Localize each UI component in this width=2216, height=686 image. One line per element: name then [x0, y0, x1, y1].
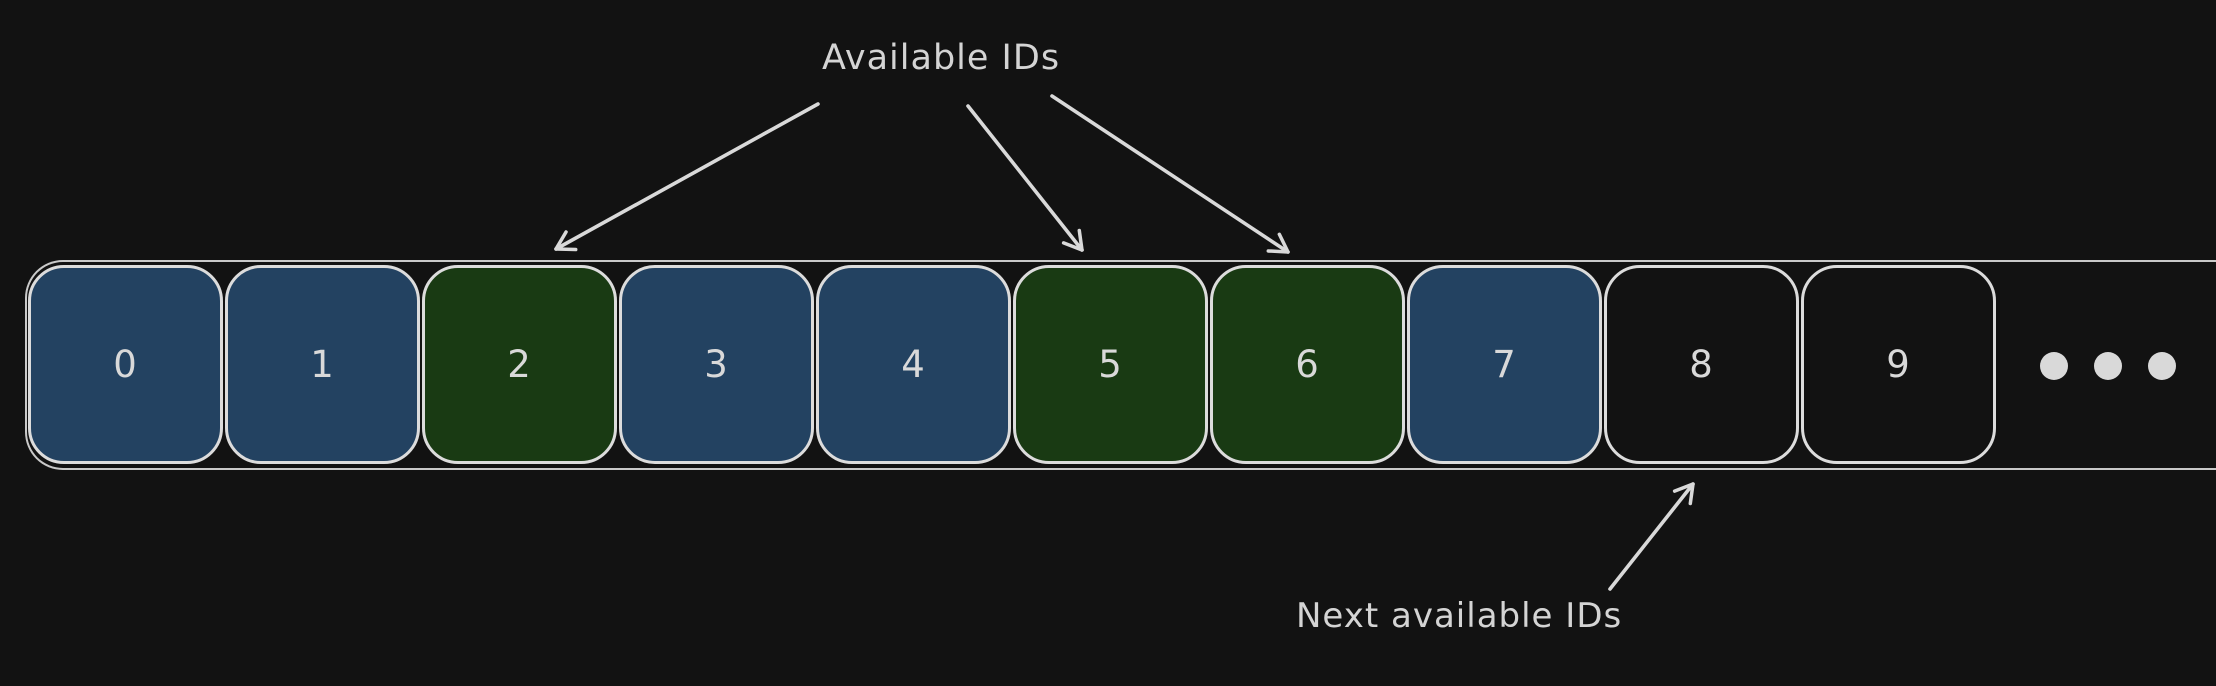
id-cell-6: 6: [1210, 265, 1405, 464]
cell-label: 7: [1492, 343, 1517, 386]
ellipsis-icon: [2040, 352, 2176, 380]
id-cell-8: 8: [1604, 265, 1799, 464]
cell-label: 8: [1689, 343, 1714, 386]
id-range-band: [25, 260, 2216, 470]
id-cell-1: 1: [225, 265, 420, 464]
next-available-ids-label: Next available IDs: [1296, 596, 1623, 636]
arrow-to-cell-8: [1608, 482, 1695, 591]
cell-label: 3: [704, 343, 729, 386]
cell-label: 4: [901, 343, 926, 386]
id-cells-row: 0 1 2 3 4 5 6 7 8 9: [28, 265, 1996, 464]
id-cell-7: 7: [1407, 265, 1602, 464]
cell-label: 5: [1098, 343, 1123, 386]
arrow-to-cell-6: [1050, 94, 1290, 254]
available-ids-label: Available IDs: [822, 38, 1061, 78]
cell-label: 6: [1295, 343, 1320, 386]
id-cell-4: 4: [816, 265, 1011, 464]
cell-label: 2: [507, 343, 532, 386]
arrow-to-cell-2: [554, 102, 820, 252]
cell-label: 1: [310, 343, 335, 386]
id-cell-2: 2: [422, 265, 617, 464]
id-cell-0: 0: [28, 265, 223, 464]
ellipsis-dot: [2040, 352, 2068, 380]
id-cell-5: 5: [1013, 265, 1208, 464]
id-cell-3: 3: [619, 265, 814, 464]
id-cell-9: 9: [1801, 265, 1996, 464]
ellipsis-dot: [2148, 352, 2176, 380]
ellipsis-dot: [2094, 352, 2122, 380]
arrow-to-cell-5: [966, 104, 1084, 252]
cell-label: 0: [113, 343, 138, 386]
cell-label: 9: [1886, 343, 1911, 386]
